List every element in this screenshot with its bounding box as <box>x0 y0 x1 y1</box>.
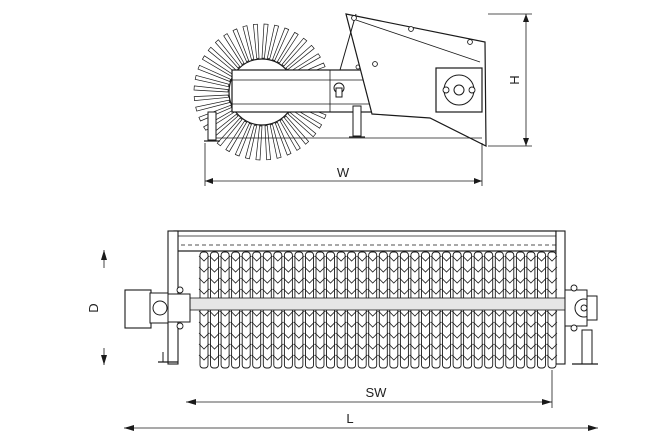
width-dimension <box>204 143 483 186</box>
bristle <box>287 111 317 138</box>
bristle <box>193 85 229 93</box>
bracket-hole <box>372 61 378 67</box>
bristle <box>274 121 292 156</box>
depth-dimension <box>98 250 110 365</box>
bracket-hole <box>467 39 473 45</box>
bristle <box>242 25 255 61</box>
support-leg <box>204 111 220 142</box>
length-dimension <box>124 425 598 431</box>
right-bearing <box>564 284 598 365</box>
side-brush-bristles <box>193 23 331 161</box>
support-leg <box>349 105 365 138</box>
bristle <box>279 119 301 151</box>
mounting-plate <box>435 67 483 113</box>
bristle <box>194 74 230 88</box>
bristle <box>285 44 315 71</box>
front-top-beam <box>173 230 557 252</box>
hydraulic-motor <box>124 286 191 363</box>
bristle <box>253 23 260 59</box>
bristle <box>269 123 282 159</box>
height-dimension <box>488 13 532 147</box>
bristle <box>264 125 271 161</box>
width-label: W <box>337 165 350 180</box>
side-view: W H <box>193 13 532 186</box>
bristle <box>266 24 280 60</box>
bristle <box>195 99 231 112</box>
bristle <box>255 125 263 161</box>
length-label: L <box>346 411 353 426</box>
bristle <box>272 27 290 61</box>
bristle <box>223 33 245 65</box>
bristle <box>281 37 308 67</box>
bristle <box>214 39 241 69</box>
bristle <box>216 117 243 147</box>
front-view: D SW L <box>86 230 598 431</box>
bracket-hole <box>351 15 357 21</box>
brush-shaft <box>185 297 567 311</box>
right-end-plate <box>555 230 566 365</box>
depth-label: D <box>86 303 101 312</box>
sweep-width-dimension <box>186 370 553 408</box>
bristle <box>232 28 250 63</box>
bristle <box>261 23 269 59</box>
hitch-bracket <box>339 13 487 147</box>
sweep-width-label: SW <box>366 385 388 400</box>
bristle <box>193 94 229 101</box>
bristle <box>276 31 299 64</box>
bristle <box>225 120 248 153</box>
keyhole-slot <box>333 82 345 98</box>
bristle <box>197 64 231 82</box>
bracket-hole <box>408 26 414 32</box>
bristle <box>244 124 258 160</box>
bristle <box>283 115 310 145</box>
bristle <box>234 123 252 157</box>
height-label: H <box>507 75 522 84</box>
